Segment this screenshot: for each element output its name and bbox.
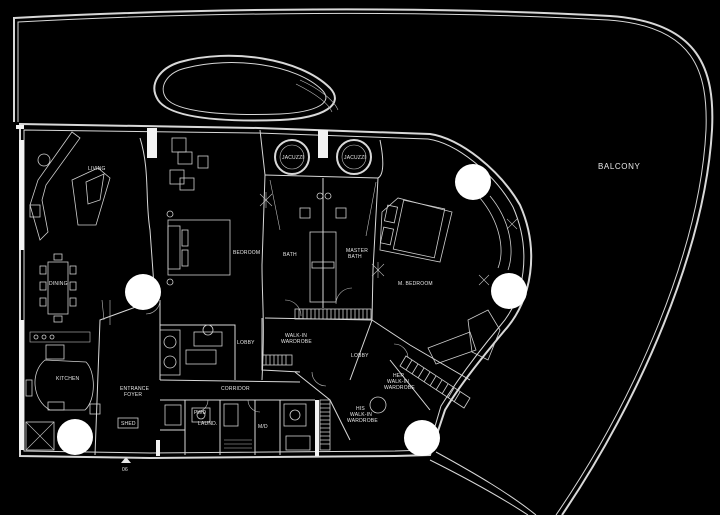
label-walk-in-wardrobe: WARDROBE: [281, 339, 312, 345]
label-lobby-left: LOBBY: [237, 340, 255, 346]
label-his-wardrobe: WARDROBE: [347, 418, 378, 424]
label-m-bedroom: M. BEDROOM: [398, 281, 433, 287]
bedroom-furniture: [166, 137, 231, 286]
label-jacuzzi-left: JACUZZI: [282, 155, 304, 161]
balcony-outline: [13, 8, 714, 515]
label-entrance: ENTRANCE: [120, 386, 150, 392]
column: [57, 419, 93, 455]
label-jacuzzi-right: JACUZZI: [344, 155, 366, 161]
label-hers-wardrobe: WARDROBE: [384, 385, 415, 391]
label-his-walk-in: WALK-IN: [350, 412, 372, 418]
door-swings: [145, 287, 409, 413]
label-living: LIVING: [88, 166, 106, 172]
label-dining: DINING: [49, 281, 68, 287]
walls: [16, 125, 328, 456]
label-hers-walk-in: WALK-IN: [387, 379, 409, 385]
label-master-bath: BATH: [348, 254, 362, 260]
label-corridor: CORRIDOR: [221, 386, 250, 392]
label-foyer: FOYER: [124, 392, 142, 398]
label-walk-in: WALK-IN: [285, 333, 307, 339]
oval-pool: [153, 54, 339, 122]
label-his: HIS: [356, 406, 365, 412]
label-master: MASTER: [346, 248, 368, 254]
living-furniture: [29, 131, 111, 241]
plants: [259, 192, 518, 286]
entrance-number: 06: [122, 467, 128, 473]
label-balcony: BALCONY: [598, 162, 640, 171]
label-powder: PWD: [194, 410, 206, 416]
column: [491, 273, 527, 309]
label-shed: SHED: [121, 421, 136, 427]
master-bedroom-furniture: [379, 195, 512, 365]
label-maid: M/D: [258, 424, 268, 430]
kitchen-counters: [25, 331, 101, 451]
label-hers: HER: [393, 373, 404, 379]
bath-fixtures: [269, 178, 377, 308]
lobby-fixtures: [159, 324, 223, 376]
column: [125, 274, 161, 310]
label-bedroom: BEDROOM: [233, 250, 260, 256]
label-bath: BATH: [283, 252, 297, 258]
label-laundry: LAUND.: [198, 421, 218, 427]
label-lobby-center: LOBBY: [351, 353, 369, 359]
column: [404, 420, 440, 456]
column: [455, 164, 491, 200]
service-fixtures: [101, 299, 311, 451]
wardrobe-racks: [261, 308, 471, 451]
jacuzzis: [274, 139, 372, 175]
dining-table: [39, 253, 77, 323]
entrance-marker: [110, 457, 142, 463]
structural-columns: [57, 164, 527, 456]
label-kitchen: KITCHEN: [56, 376, 80, 382]
